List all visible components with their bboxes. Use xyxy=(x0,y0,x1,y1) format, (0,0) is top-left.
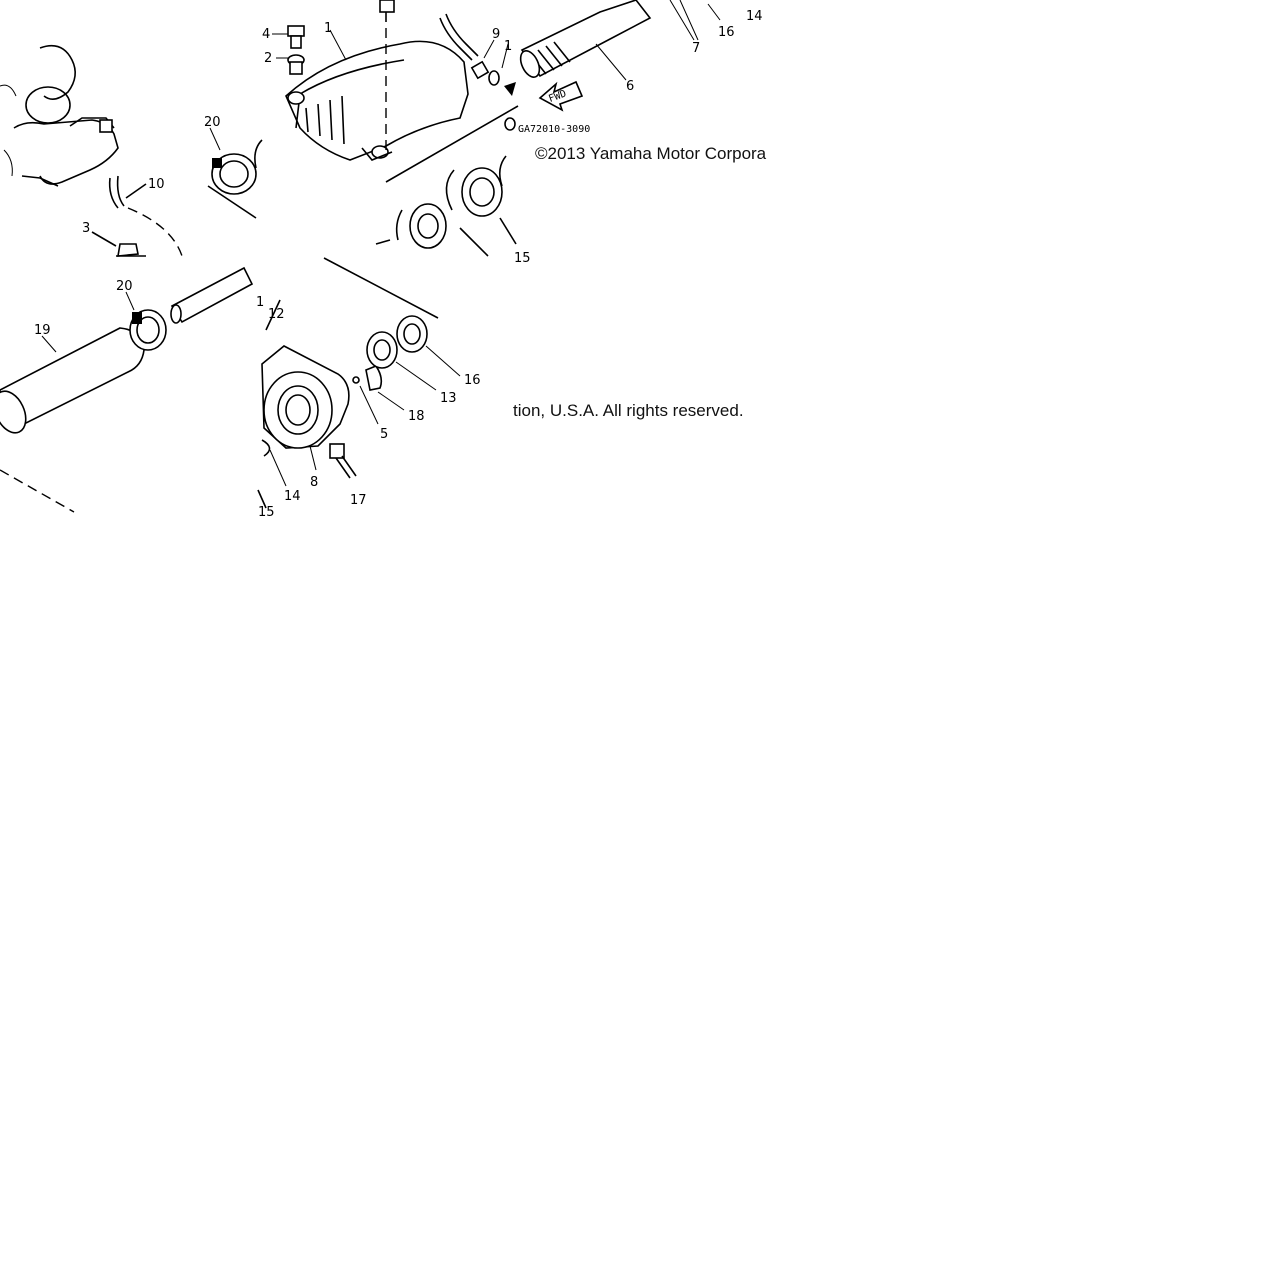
fitting-9 xyxy=(470,60,490,80)
bolt-4 xyxy=(287,25,305,37)
callout-4: 4 xyxy=(262,27,270,42)
engine-outline xyxy=(39,44,76,100)
pin-5 xyxy=(352,376,360,384)
callout-8: 8 xyxy=(310,475,318,490)
callout-17: 17 xyxy=(350,493,367,508)
copyright-line-1: ©2013 Yamaha Motor Corpora xyxy=(535,144,767,163)
fwd-arrow xyxy=(538,80,584,112)
panel-bottom-right xyxy=(257,257,461,509)
engine-port xyxy=(25,86,71,124)
engine-body xyxy=(13,119,119,185)
callout-13: 13 xyxy=(440,391,457,406)
cover-1 xyxy=(285,40,469,161)
callout-16-b: 16 xyxy=(464,373,481,388)
callout-16-a: 16 xyxy=(718,25,735,40)
panel-middle xyxy=(375,155,517,257)
drive-shaft-6 xyxy=(520,0,652,78)
clip-18 xyxy=(365,365,383,391)
callout-9: 9 xyxy=(492,27,500,42)
callout-15-a: 15 xyxy=(514,251,531,266)
callout-numbers: 4 2 1 9 1 20 10 3 6 7 16 14 15 20 19 1 1… xyxy=(34,9,763,520)
callout-6: 6 xyxy=(626,79,634,94)
callout-5: 5 xyxy=(380,427,388,442)
callout-20-a: 20 xyxy=(204,115,221,130)
callout-1: 1 xyxy=(324,21,332,36)
callout-14-b: 14 xyxy=(284,489,301,504)
callout-20-b: 20 xyxy=(116,279,133,294)
callout-14-a: 14 xyxy=(746,9,763,24)
callout-1-b: 1 xyxy=(504,39,512,54)
shaft-lower xyxy=(170,266,254,324)
callout-7: 7 xyxy=(692,41,700,56)
callout-12: 12 xyxy=(268,307,285,322)
bolt-17 xyxy=(329,443,345,459)
panel-top-center xyxy=(207,0,479,219)
panel-top-right xyxy=(385,0,721,183)
callout-10: 10 xyxy=(148,177,165,192)
callout-3: 3 xyxy=(82,221,90,236)
panel-top-left xyxy=(0,44,183,257)
copyright-line-2: tion, U.S.A. All rights reserved. xyxy=(513,401,744,420)
hose-10 xyxy=(108,177,119,209)
callout-18: 18 xyxy=(408,409,425,424)
callout-15-b: 15 xyxy=(258,505,275,520)
callout-1-c: 1 xyxy=(256,295,264,310)
drawing-code: GA72010-3090 xyxy=(518,124,590,135)
panel-bottom-left xyxy=(0,266,254,513)
callout-2: 2 xyxy=(264,51,272,66)
callout-19: 19 xyxy=(34,323,51,338)
part-3-cap xyxy=(117,243,139,257)
